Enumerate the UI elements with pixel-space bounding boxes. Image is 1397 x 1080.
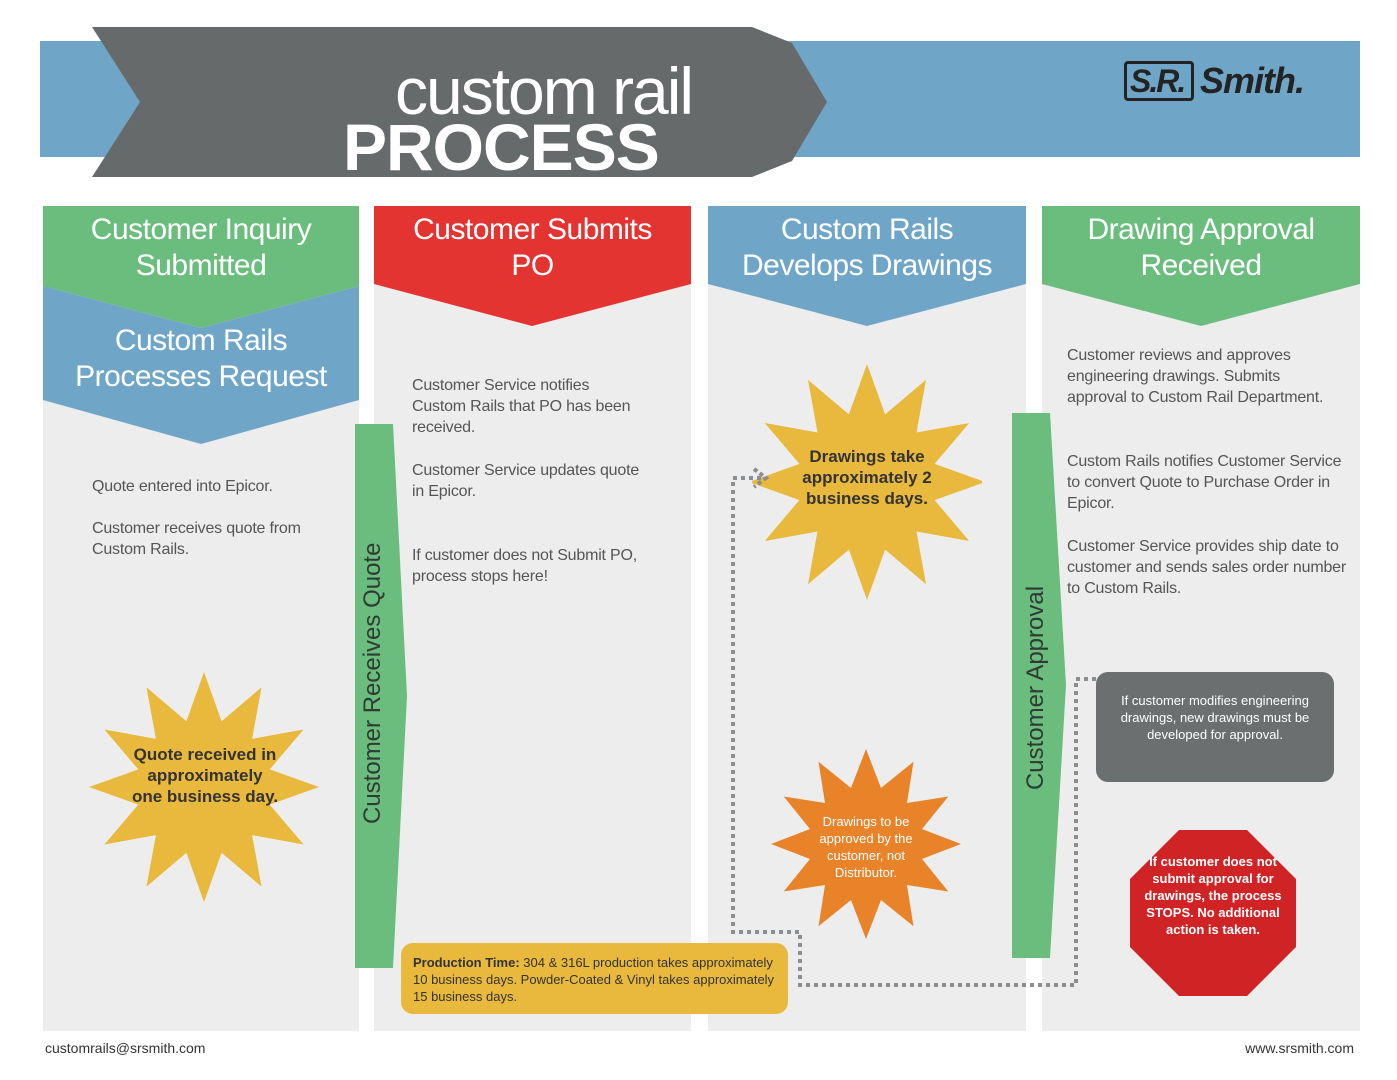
column-4-paragraph-3: Customer Service provides ship date to c… xyxy=(1067,538,1346,597)
production-time-box xyxy=(401,943,788,1014)
production-time-body: 304 & 316L production takes approximatel… xyxy=(413,955,775,1004)
logo-smith-text: Smith. xyxy=(1200,60,1305,101)
stop-text: If customer does not submit approval for… xyxy=(1144,854,1282,937)
column-3-orange-star xyxy=(771,749,961,939)
footer-email[interactable]: customrails@srsmith.com xyxy=(45,1040,206,1056)
column-3-orange-star-text: Drawings to be approved by the customer,… xyxy=(819,814,913,880)
title-line2: PROCESS xyxy=(343,110,660,184)
production-time-label: Production Time: xyxy=(413,955,520,970)
logo-sr-box xyxy=(1124,61,1194,101)
modify-note-text: If customer modifies engineering drawing… xyxy=(1120,693,1310,742)
stop-octagon xyxy=(1130,830,1296,996)
column-2 xyxy=(374,206,691,1031)
column-1-paragraph-2: Customer receives quote from Custom Rail… xyxy=(92,520,301,558)
column-1-heading: Customer Inquiry Submitted xyxy=(90,213,312,282)
logo-sr-text: S.R. xyxy=(1130,63,1186,99)
column-3-star xyxy=(752,364,982,600)
column-1-star-text: Quote received in approximately one busi… xyxy=(131,745,279,806)
column-1-header-shape xyxy=(43,206,359,444)
title-line1: custom rail xyxy=(395,54,694,128)
column-3-header-shape xyxy=(708,206,1026,326)
approval-arrow-label: Customer Approval xyxy=(1022,585,1049,791)
column-2-paragraph-3: If customer does not Submit PO, process … xyxy=(412,547,638,585)
column-4-heading: Drawing Approval Received xyxy=(1087,213,1315,282)
column-3-star-text: Drawings take approximately 2 business d… xyxy=(802,447,932,508)
column-3-heading: Custom Rails Develops Drawings xyxy=(742,213,992,282)
column-1-star xyxy=(89,672,319,902)
production-time-text: Production Time: 304 & 316L production t… xyxy=(413,954,781,1005)
quote-arrow-shape xyxy=(355,424,407,968)
column-4-paragraph-2: Custom Rails notifies Customer Service t… xyxy=(1067,453,1342,512)
column-2-paragraph-2: Customer Service updates quote in Epicor… xyxy=(412,462,640,500)
column-1-paragraph-1: Quote entered into Epicor. xyxy=(92,478,273,495)
column-2-paragraph-1: Customer Service notifies Custom Rails t… xyxy=(412,377,631,436)
column-4-header-shape xyxy=(1042,206,1360,326)
column-1-subheading: Custom Rails Processes Request xyxy=(75,324,327,393)
srsmith-logo: S.R. Smith. xyxy=(1124,61,1344,105)
approval-arrow-shape xyxy=(1012,413,1066,958)
column-2-heading: Customer Submits PO xyxy=(413,213,652,282)
column-4-paragraph-1: Customer reviews and approves engineerin… xyxy=(1067,347,1324,406)
modify-note-box xyxy=(1096,672,1334,782)
title-ribbon xyxy=(92,27,827,177)
footer-website[interactable]: www.srsmith.com xyxy=(1245,1040,1354,1056)
column-2-header-shape xyxy=(374,206,691,326)
